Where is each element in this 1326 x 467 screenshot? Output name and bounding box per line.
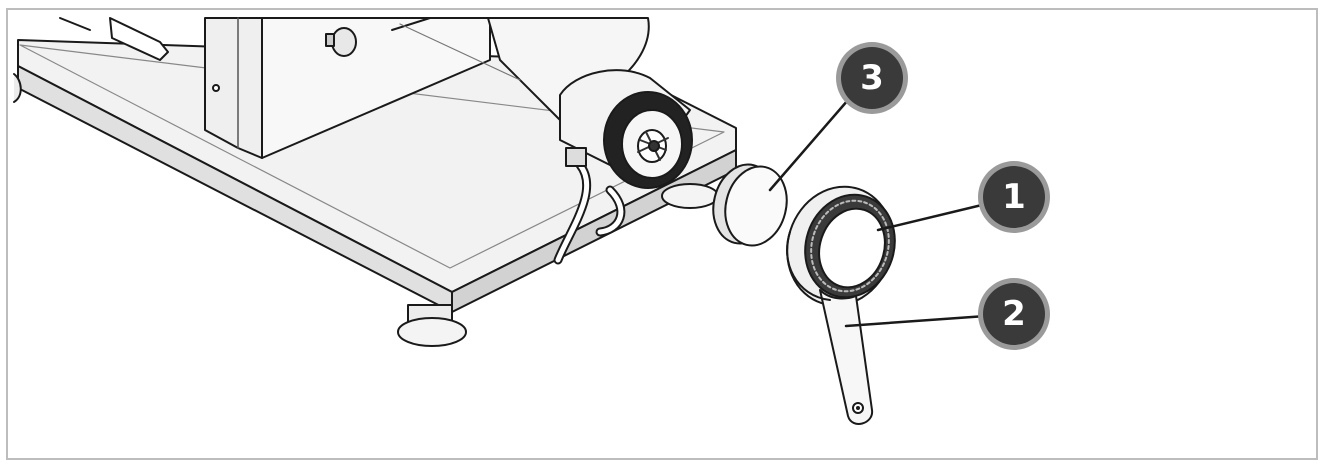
part-cap (712, 163, 788, 247)
water-hose (553, 147, 626, 265)
part-threaded-ring (786, 185, 896, 307)
leader-line-1 (876, 202, 988, 232)
machine-housing (59, 17, 491, 159)
callout-badge-3: 3 (836, 42, 908, 114)
leader-lines (768, 98, 988, 328)
leader-line-3 (768, 98, 850, 192)
outlet-cylinder (559, 69, 693, 189)
machine-foot-back (661, 183, 719, 209)
callout-badge-2: 2 (978, 278, 1050, 350)
callout-badge-1: 1 (978, 161, 1050, 233)
callout-label-1: 1 (1002, 177, 1026, 217)
machine-foot-front (397, 304, 467, 347)
part-spanner-handle (786, 231, 874, 425)
valve-knob (325, 27, 357, 57)
leader-line-2 (844, 314, 988, 328)
machine-foot-left (13, 73, 22, 103)
callout-label-3: 3 (860, 58, 884, 98)
callout-label-2: 2 (1002, 294, 1026, 334)
